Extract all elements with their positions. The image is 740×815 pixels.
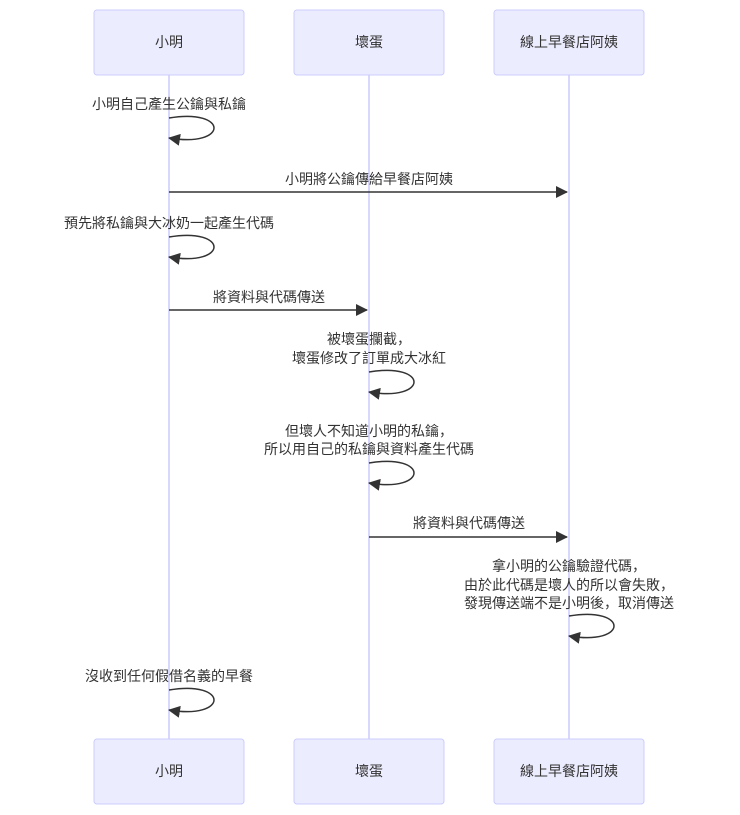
actor-top-auntie: 線上早餐店阿姨 [493, 9, 645, 76]
message-label: 沒收到任何假借名義的早餐 [85, 668, 253, 685]
message-self-sign: 預先將私鑰與大冰奶一起產生代碼 [64, 215, 274, 265]
message-send-data-to-villain: 將資料與代碼傳送 [169, 290, 368, 316]
self-arrow [168, 234, 215, 265]
actor-label: 線上早餐店阿姨 [520, 764, 618, 780]
self-arrow [568, 613, 615, 644]
actor-label: 壞蛋 [355, 35, 383, 51]
message-self-intercept: 被壞蛋攔截， 壞蛋修改了訂單成大冰紅 [292, 332, 446, 400]
self-arrow [368, 369, 415, 400]
actor-bottom-villain: 壞蛋 [293, 738, 445, 805]
message-label: 小明將公鑰傳給早餐店阿姨 [285, 172, 453, 188]
message-label: 小明自己產生公鑰與私鑰 [92, 96, 246, 113]
message-self-generate-keys: 小明自己產生公鑰與私鑰 [92, 96, 246, 146]
actor-top-xiaoming: 小明 [93, 9, 245, 76]
message-label: 拿小明的公鑰驗證代碼， [492, 558, 646, 575]
self-arrow [168, 115, 215, 146]
actor-label: 壞蛋 [355, 764, 383, 780]
message-self-no-breakfast: 沒收到任何假借名義的早餐 [85, 668, 253, 718]
message-label: 將資料與代碼傳送 [413, 516, 525, 532]
self-arrow [368, 460, 415, 491]
message-label: 被壞蛋攔截， [327, 332, 411, 348]
message-self-verify: 拿小明的公鑰驗證代碼， 由於此代碼是壞人的所以會失敗， 發現傳送端不是小明後，取… [464, 558, 674, 644]
message-label: 將資料與代碼傳送 [213, 290, 325, 306]
actor-label: 線上早餐店阿姨 [520, 35, 618, 51]
actor-label: 小明 [155, 764, 183, 780]
message-label: 所以用自己的私鑰與資料產生代碼 [264, 441, 474, 458]
message-send-data-to-auntie: 將資料與代碼傳送 [369, 516, 568, 543]
message-label: 發現傳送端不是小明後，取消傳送 [464, 596, 674, 612]
message-label: 壞蛋修改了訂單成大冰紅 [292, 351, 446, 367]
message-self-forge: 但壞人不知道小明的私鑰， 所以用自己的私鑰與資料產生代碼 [264, 423, 474, 491]
message-label: 但壞人不知道小明的私鑰， [285, 423, 453, 440]
message-send-public-key: 小明將公鑰傳給早餐店阿姨 [169, 172, 568, 198]
actor-top-villain: 壞蛋 [293, 9, 445, 76]
message-label: 預先將私鑰與大冰奶一起產生代碼 [64, 215, 274, 232]
actor-bottom-xiaoming: 小明 [93, 738, 245, 805]
self-arrow [168, 687, 215, 718]
actor-bottom-auntie: 線上早餐店阿姨 [493, 738, 645, 805]
message-label: 由於此代碼是壞人的所以會失敗， [464, 578, 674, 594]
actor-label: 小明 [155, 35, 183, 51]
